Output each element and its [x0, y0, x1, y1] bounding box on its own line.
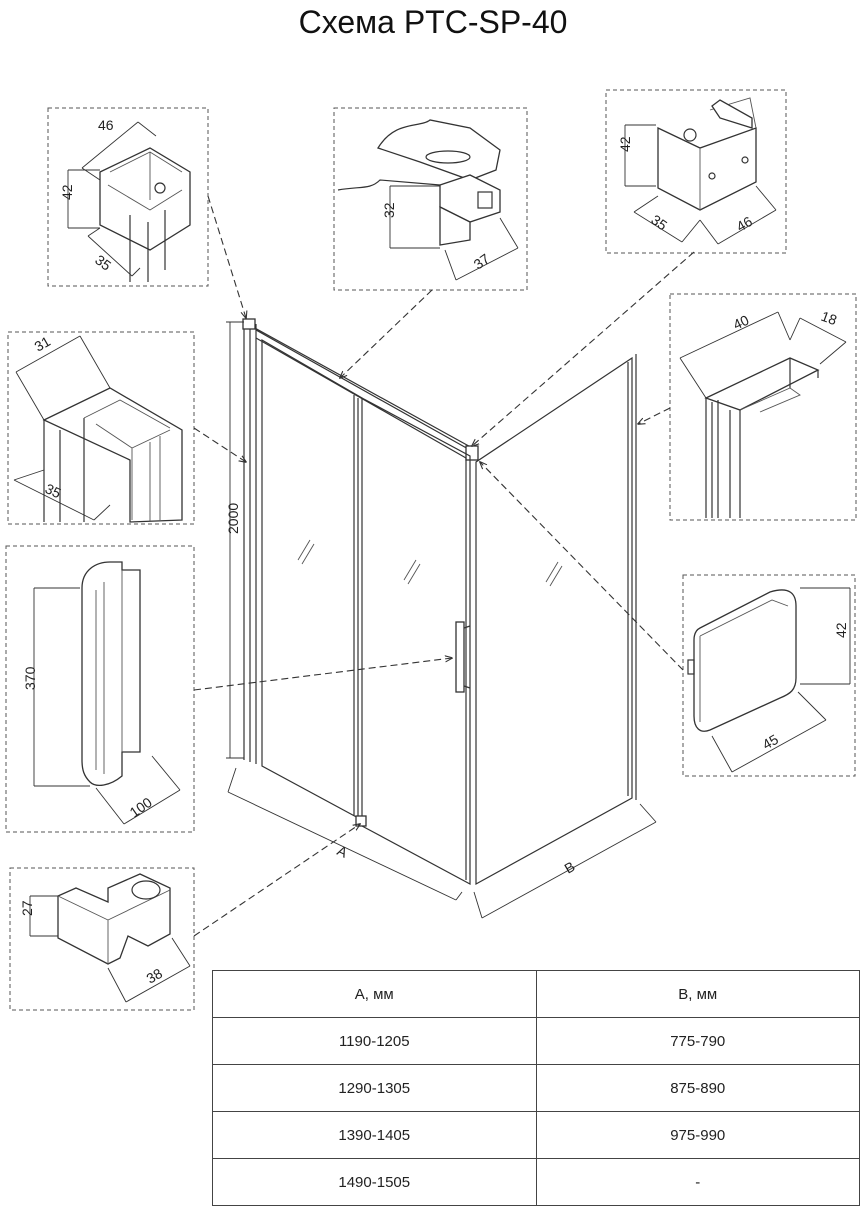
cell-a: 1290-1305	[212, 1064, 537, 1112]
detail-frame	[333, 107, 528, 291]
dim-38: 38	[144, 965, 166, 987]
sizes-table: A, мм B, мм 1190-1205 775-790 1290-1305 …	[212, 970, 860, 1206]
detail-bottom-guide: 27 38	[9, 867, 195, 1011]
header-b: B, мм	[535, 970, 860, 1018]
dim-31: 31	[32, 333, 54, 355]
table-row: 1190-1205 775-790	[212, 1017, 860, 1065]
dim-label-a: A	[335, 842, 351, 861]
shower-enclosure: 2000 A B	[225, 318, 657, 919]
dim-42: 42	[617, 136, 633, 152]
detail-handle: 370 100	[5, 545, 195, 833]
dim-35: 35	[43, 480, 64, 501]
table-row: 1290-1305 875-890	[212, 1064, 860, 1112]
detail-right-profile: 40 18	[669, 293, 857, 521]
header-a: A, мм	[212, 970, 537, 1018]
dim-40: 40	[731, 312, 752, 333]
dim-42: 42	[833, 622, 849, 638]
detail-right-cap: 42 45	[682, 574, 856, 777]
dim-370: 370	[22, 666, 38, 690]
page-title: Схема PTC-SP-40	[298, 4, 568, 40]
detail-frame	[5, 545, 195, 833]
dim-46: 46	[98, 117, 114, 133]
cell-b: 975-990	[535, 1111, 860, 1159]
cell-a: 1190-1205	[212, 1017, 537, 1065]
dim-35: 35	[92, 251, 114, 273]
detail-left-profile: 31 35	[7, 331, 195, 525]
detail-frame	[682, 574, 856, 777]
dim-27: 27	[19, 900, 35, 916]
detail-frame	[605, 89, 787, 254]
cell-b: 775-790	[535, 1017, 860, 1065]
detail-frame	[669, 293, 857, 521]
table-header-row: A, мм B, мм	[212, 970, 860, 1018]
dim-18: 18	[819, 308, 839, 328]
dim-32: 32	[381, 202, 397, 218]
table-row: 1390-1405 975-990	[212, 1111, 860, 1159]
cell-b: -	[535, 1158, 860, 1206]
detail-top-rail: 32 37	[333, 107, 528, 291]
cell-a: 1390-1405	[212, 1111, 537, 1159]
detail-top-right-bracket: 42 35 46	[605, 89, 787, 254]
dim-35: 35	[648, 211, 670, 233]
cell-a: 1490-1505	[212, 1158, 537, 1206]
table-row: 1490-1505 -	[212, 1158, 860, 1206]
dim-height-2000: 2000	[225, 503, 241, 534]
detail-frame	[9, 867, 195, 1011]
dim-100: 100	[127, 794, 155, 821]
detail-top-left-bracket: 46 42 35	[47, 107, 209, 287]
cell-b: 875-890	[535, 1064, 860, 1112]
dim-45: 45	[760, 731, 782, 753]
dim-37: 37	[471, 250, 493, 272]
dim-42: 42	[59, 184, 75, 200]
dim-46: 46	[734, 213, 756, 235]
leader-lines	[193, 195, 695, 937]
dim-label-b: B	[562, 858, 578, 877]
